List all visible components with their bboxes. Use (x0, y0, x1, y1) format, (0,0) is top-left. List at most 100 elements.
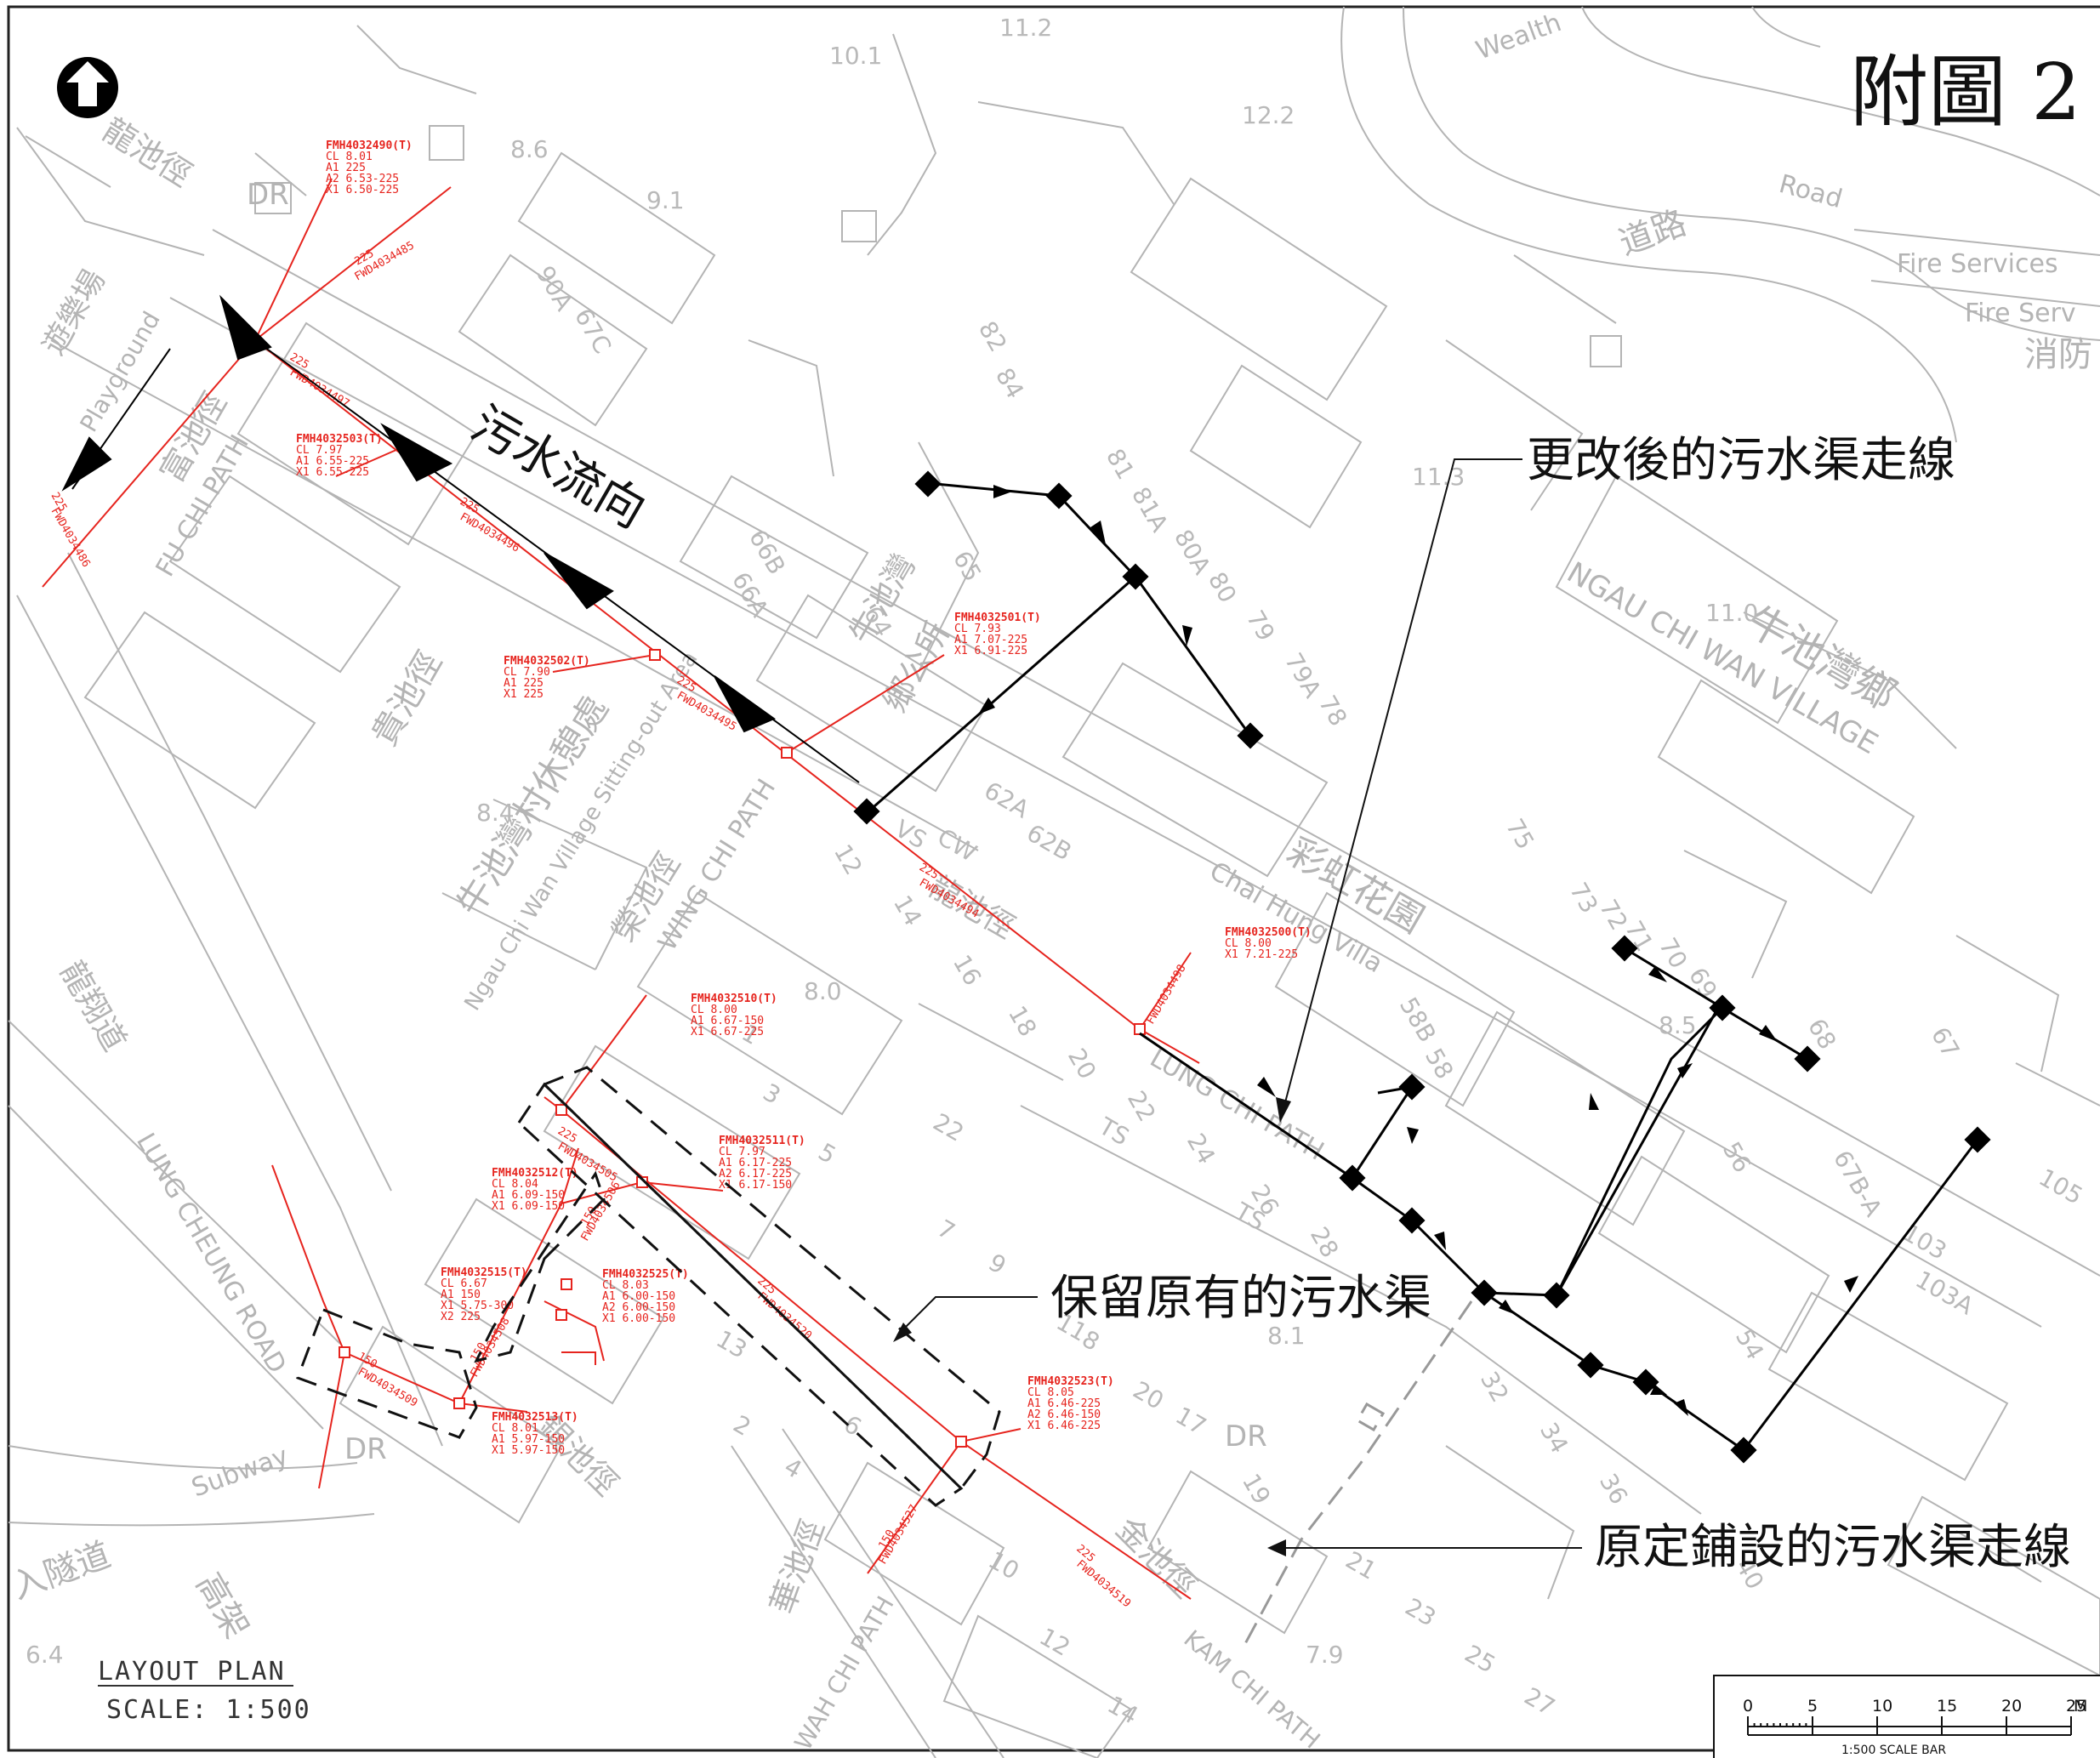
manhole-level: X1 5.97-150 (492, 1444, 565, 1457)
spot-levels: 10.111.212.28.69.18.48.08.58.17.96.411.0… (26, 14, 1758, 1669)
manhole-id: FMH4032501(T) (954, 612, 1041, 624)
lot-number: 4 (780, 1452, 807, 1483)
manhole-level: A1 5.97-150 (492, 1433, 565, 1446)
manhole-id: FMH4032515(T) (441, 1266, 527, 1279)
lot-number: 78 (1313, 691, 1352, 731)
manhole-level: CL 8.05 (1027, 1386, 1074, 1399)
manhole-level: CL 7.93 (954, 623, 1001, 635)
lot-number: 62B (1022, 818, 1077, 866)
annotation-arrowheads (893, 1097, 1291, 1556)
lot-number: 65 (948, 546, 987, 586)
layout-plan-label: LAYOUT PLAN (98, 1657, 286, 1687)
lot-number: 81 (1101, 444, 1140, 484)
kam-chi-path-zh-label: 金池徑 (1109, 1510, 1204, 1605)
manhole-id: FMH4032503(T) (296, 433, 383, 446)
fire-zh-label: 消防 (2024, 335, 2092, 374)
scale-tick-label: 25 (2066, 1697, 2086, 1715)
manhole-level: X1 6.91-225 (954, 645, 1027, 657)
manhole-level: A1 225 (326, 162, 366, 174)
manhole-level: X1 6.46-225 (1027, 1419, 1101, 1432)
lot-number: 105 (2035, 1163, 2088, 1209)
manhole-id: FMH4032502(T) (504, 655, 590, 668)
lot-number: 67 (1926, 1022, 1965, 1062)
lot-number: 7 (933, 1214, 960, 1245)
lot-number: 10 (984, 1545, 1024, 1584)
fire-services-label: Fire Services (1897, 249, 2058, 279)
retained-sewer-label: 保留原有的污水渠 (1050, 1271, 1431, 1326)
lot-number: TS (1094, 1112, 1135, 1152)
lot-number: 5 (814, 1137, 841, 1169)
lot-number: 12 (828, 839, 868, 879)
lot-number: 103A (1911, 1265, 1978, 1320)
lot-number: 84 (990, 363, 1029, 403)
lung-chi-path-zh-label: 龍池徑 (96, 111, 198, 194)
lot-number: 80 (1203, 567, 1242, 607)
manhole-id: FMH4032513(T) (492, 1411, 578, 1424)
dr-label-1: DR (247, 178, 289, 212)
manhole-id: FMH4032490(T) (326, 139, 413, 152)
manhole-level: A1 6.09-150 (492, 1189, 565, 1202)
spot-level: 8.1 (1267, 1322, 1306, 1350)
manhole-id: FMH4032523(T) (1027, 1375, 1114, 1388)
lot-number: 23 (1401, 1592, 1441, 1631)
playground-en-label: Playground (74, 307, 165, 437)
existing-sewer-lines (42, 178, 1200, 1600)
spot-level: 12.2 (1242, 101, 1295, 129)
lot-number: 2 (729, 1409, 756, 1441)
lot-number: 27 (1520, 1681, 1560, 1721)
north-arrow-icon (57, 57, 118, 118)
pipe-size: 225 (555, 1124, 579, 1146)
manhole-level: CL 8.01 (492, 1422, 538, 1435)
playground-zh-label: 遊樂場 (36, 264, 112, 361)
road-en-label: Road (1776, 169, 1846, 214)
scale-caption: 1:500 SCALE BAR (1841, 1744, 1946, 1757)
dr-label-3: DR (1225, 1419, 1267, 1454)
manhole-level: X1 6.17-150 (719, 1179, 792, 1192)
original-alignment-line (1240, 1300, 1473, 1651)
drawing-frame (7, 5, 2100, 1752)
kwai-chi-path-zh-label: 貴池徑 (365, 645, 450, 753)
lot-number: 34 (1534, 1418, 1574, 1458)
manhole-level: A1 6.67-150 (691, 1015, 764, 1027)
proposed-flow-arrows (978, 485, 1858, 1416)
manhole-level: CL 8.03 (602, 1279, 649, 1292)
manhole-level: CL 8.04 (492, 1178, 538, 1191)
modified-alignment-label: 更改後的污水渠走線 (1527, 433, 1955, 488)
spot-level: 10.1 (829, 42, 882, 70)
pipe-id: FWD4034496 (458, 510, 521, 555)
pipe-id: FWD4034498 (1144, 963, 1188, 1027)
flow-direction-arrows (61, 294, 860, 783)
subway-label: Subway (188, 1441, 293, 1503)
scale-tick-label: 10 (1872, 1697, 1892, 1715)
pipe-size: 225 (754, 1275, 778, 1298)
spot-level: 8.4 (476, 799, 515, 827)
base-map (8, 6, 2100, 1758)
lot-number: 75 (1500, 814, 1539, 854)
lot-number: 82 (973, 316, 1012, 356)
manhole-level: CL 8.00 (691, 1004, 737, 1016)
lung-cheung-road-zh-label: 龍翔道 (53, 955, 134, 1058)
manhole-level: CL 7.90 (504, 666, 550, 679)
kam-chi-path-en-label: KAM CHI PATH (1179, 1624, 1326, 1755)
scale-tick-label: 20 (2001, 1697, 2022, 1715)
flyover-zh-label: 高架 (188, 1567, 256, 1645)
lot-number: 14 (888, 890, 927, 930)
original-alignment-label: 原定鋪設的污水渠走線 (1595, 1520, 2071, 1575)
lot-number: 36 (1594, 1469, 1633, 1509)
lot-number: 24 (1181, 1129, 1221, 1169)
flow-direction-label: 污水流向 (462, 396, 654, 539)
manhole-level: A1 6.55-225 (296, 455, 369, 468)
wah-chi-path-zh-label: 華池徑 (763, 1515, 831, 1619)
fire-services-2-label: Fire Serv (1965, 299, 2076, 328)
manhole-id: FMH4032511(T) (719, 1135, 805, 1147)
manhole-level: A1 150 (441, 1289, 481, 1301)
tunnel-zh-label: 入隧道 (7, 1535, 116, 1607)
manhole-level: CL 8.00 (1225, 937, 1272, 950)
lot-number: 70 (1653, 933, 1693, 973)
manhole-level: A2 6.53-225 (326, 173, 399, 185)
lot-number: 22 (1122, 1086, 1161, 1126)
dr-label-2: DR (344, 1432, 387, 1466)
layout-plan-block: LAYOUT PLAN SCALE: 1:500 (98, 1657, 310, 1725)
lot-number: 9 (984, 1248, 1011, 1279)
